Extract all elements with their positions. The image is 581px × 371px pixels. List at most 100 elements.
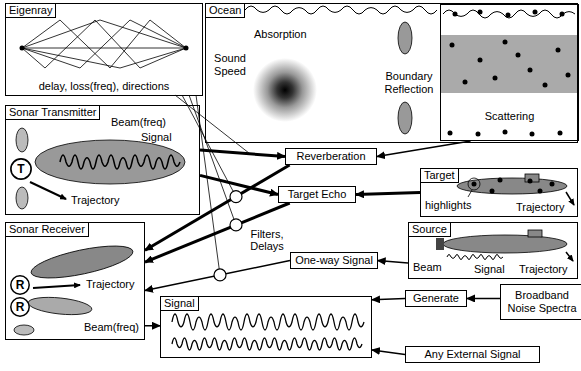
box-label: Trajectory [71, 194, 120, 207]
process-box: Broadband Noise Spectra [500, 284, 581, 320]
signal-waveform [447, 255, 503, 260]
highlight-dot [550, 182, 555, 187]
box-label: R [16, 279, 25, 292]
connector-arrow [372, 299, 405, 300]
box-label: Scattering [485, 110, 535, 123]
panel-box: TSonar TransmitterBeam(freq)SignalTrajec… [5, 105, 200, 215]
signal-waveform [172, 338, 362, 350]
box-heading: Target [421, 169, 459, 183]
boundary-reflection-lobe [398, 102, 412, 134]
scatterer-dot [543, 83, 548, 88]
panel-box: Signal [160, 296, 372, 358]
connector-arrow [377, 141, 471, 157]
summing-junction [230, 191, 242, 203]
scatterer-dot [463, 80, 468, 85]
box-label: T [17, 163, 24, 176]
circle-outline [11, 298, 29, 316]
scatterer-dot [516, 53, 521, 58]
box-label: Boundary Reflection [378, 70, 440, 96]
box-label: highlights [425, 199, 471, 212]
process-box: Target Echo [278, 186, 356, 203]
box-label: R [16, 301, 25, 314]
absorption-gradient [253, 58, 317, 122]
scatterer-dot [450, 43, 455, 48]
highlight-ring [468, 178, 480, 190]
box-label: delay, loss(freq), directions [39, 80, 170, 93]
scatterer-dot [478, 58, 483, 63]
box-label: Trajectory [516, 201, 565, 214]
receive-beam-lobe [29, 239, 136, 284]
box-label: Beam(freq) [111, 116, 166, 129]
connector-arrow [467, 298, 500, 300]
eigenray-paths [22, 48, 186, 49]
highlight-dot [472, 182, 477, 187]
receive-beam-lobe [14, 325, 34, 335]
circle-outline [11, 276, 29, 294]
eigenray-endpoint [20, 46, 25, 51]
source-submarine [443, 230, 567, 253]
connector-arrow [200, 150, 285, 156]
receive-beam-lobe [14, 239, 135, 335]
scatterer-dot [493, 76, 498, 81]
connector-arrow [145, 325, 160, 327]
eigenray-paths [22, 20, 186, 68]
source-submarine [443, 235, 567, 253]
panel-box: RR Sonar ReceiverTrajectoryBeam(freq) [5, 222, 145, 340]
process-box: Any External Signal [405, 346, 540, 363]
box-heading: Signal [161, 297, 199, 311]
signal-waveform [60, 6, 575, 350]
box-heading: Sonar Transmitter [6, 106, 100, 120]
scatterer-dot [530, 132, 535, 137]
eigenray-paths [22, 20, 186, 68]
target-submarine [457, 178, 567, 194]
signal-waveform [245, 6, 437, 14]
scatterer-dot [448, 10, 571, 137]
box-label: Trajectory [519, 263, 568, 276]
receive-beam-lobe [27, 295, 92, 318]
connector-arrow [356, 193, 420, 195]
highlight-dot [498, 178, 503, 183]
transmit-beam-lobe [35, 140, 185, 184]
scatterer-dot [503, 40, 508, 45]
scatterer-dot [558, 131, 563, 136]
box-heading: Source [409, 223, 451, 237]
connector-arrow [372, 350, 405, 355]
box-label: Trajectory [86, 278, 135, 291]
summing-junction [230, 219, 242, 231]
eigenray-ray [189, 95, 236, 225]
scatterer-dot [448, 131, 453, 136]
scatterer-dot [533, 10, 538, 15]
leader-line [468, 190, 472, 197]
panel-box: Eigenray delay, loss(freq), directions [5, 3, 203, 96]
box-heading: Eigenray [6, 4, 56, 18]
box-label: Beam(freq) [84, 321, 139, 334]
transducer-circle: T [10, 158, 32, 180]
box-label: Reverberation [296, 150, 365, 163]
signal-waveform [172, 314, 364, 330]
signal-waveform [443, 10, 575, 18]
panel-box: ScatteringOceanSound SpeedAbsorptionBoun… [205, 3, 578, 143]
eigenray-endpoint [184, 46, 189, 51]
eigenray-paths [22, 20, 186, 68]
box-heading: Sonar Receiver [6, 223, 89, 237]
signal-waveform [60, 155, 180, 169]
trajectory-arrow [30, 182, 66, 199]
panel-box: Target highlights Trajectory [420, 168, 578, 217]
scatterer-dot [528, 68, 533, 73]
box-label: Sound Speed [209, 52, 251, 78]
transducer-circle: R [10, 275, 30, 295]
transmit-back-lobe [16, 128, 28, 152]
eigenray-paths [22, 48, 186, 68]
circle-outline [11, 159, 31, 179]
connector-arrow [378, 261, 408, 264]
panel-box: SourceBeam Signal Trajectory [408, 222, 578, 279]
box-label: Beam [413, 261, 442, 274]
connector-arrow [145, 261, 290, 291]
process-box: Scattering [440, 4, 579, 141]
highlight-dot [490, 189, 495, 194]
box-label: Generate [413, 292, 459, 305]
box-label: Signal [474, 263, 505, 276]
highlight-dot [528, 179, 533, 184]
highlight-dot [538, 189, 543, 194]
source-submarine [528, 230, 542, 237]
